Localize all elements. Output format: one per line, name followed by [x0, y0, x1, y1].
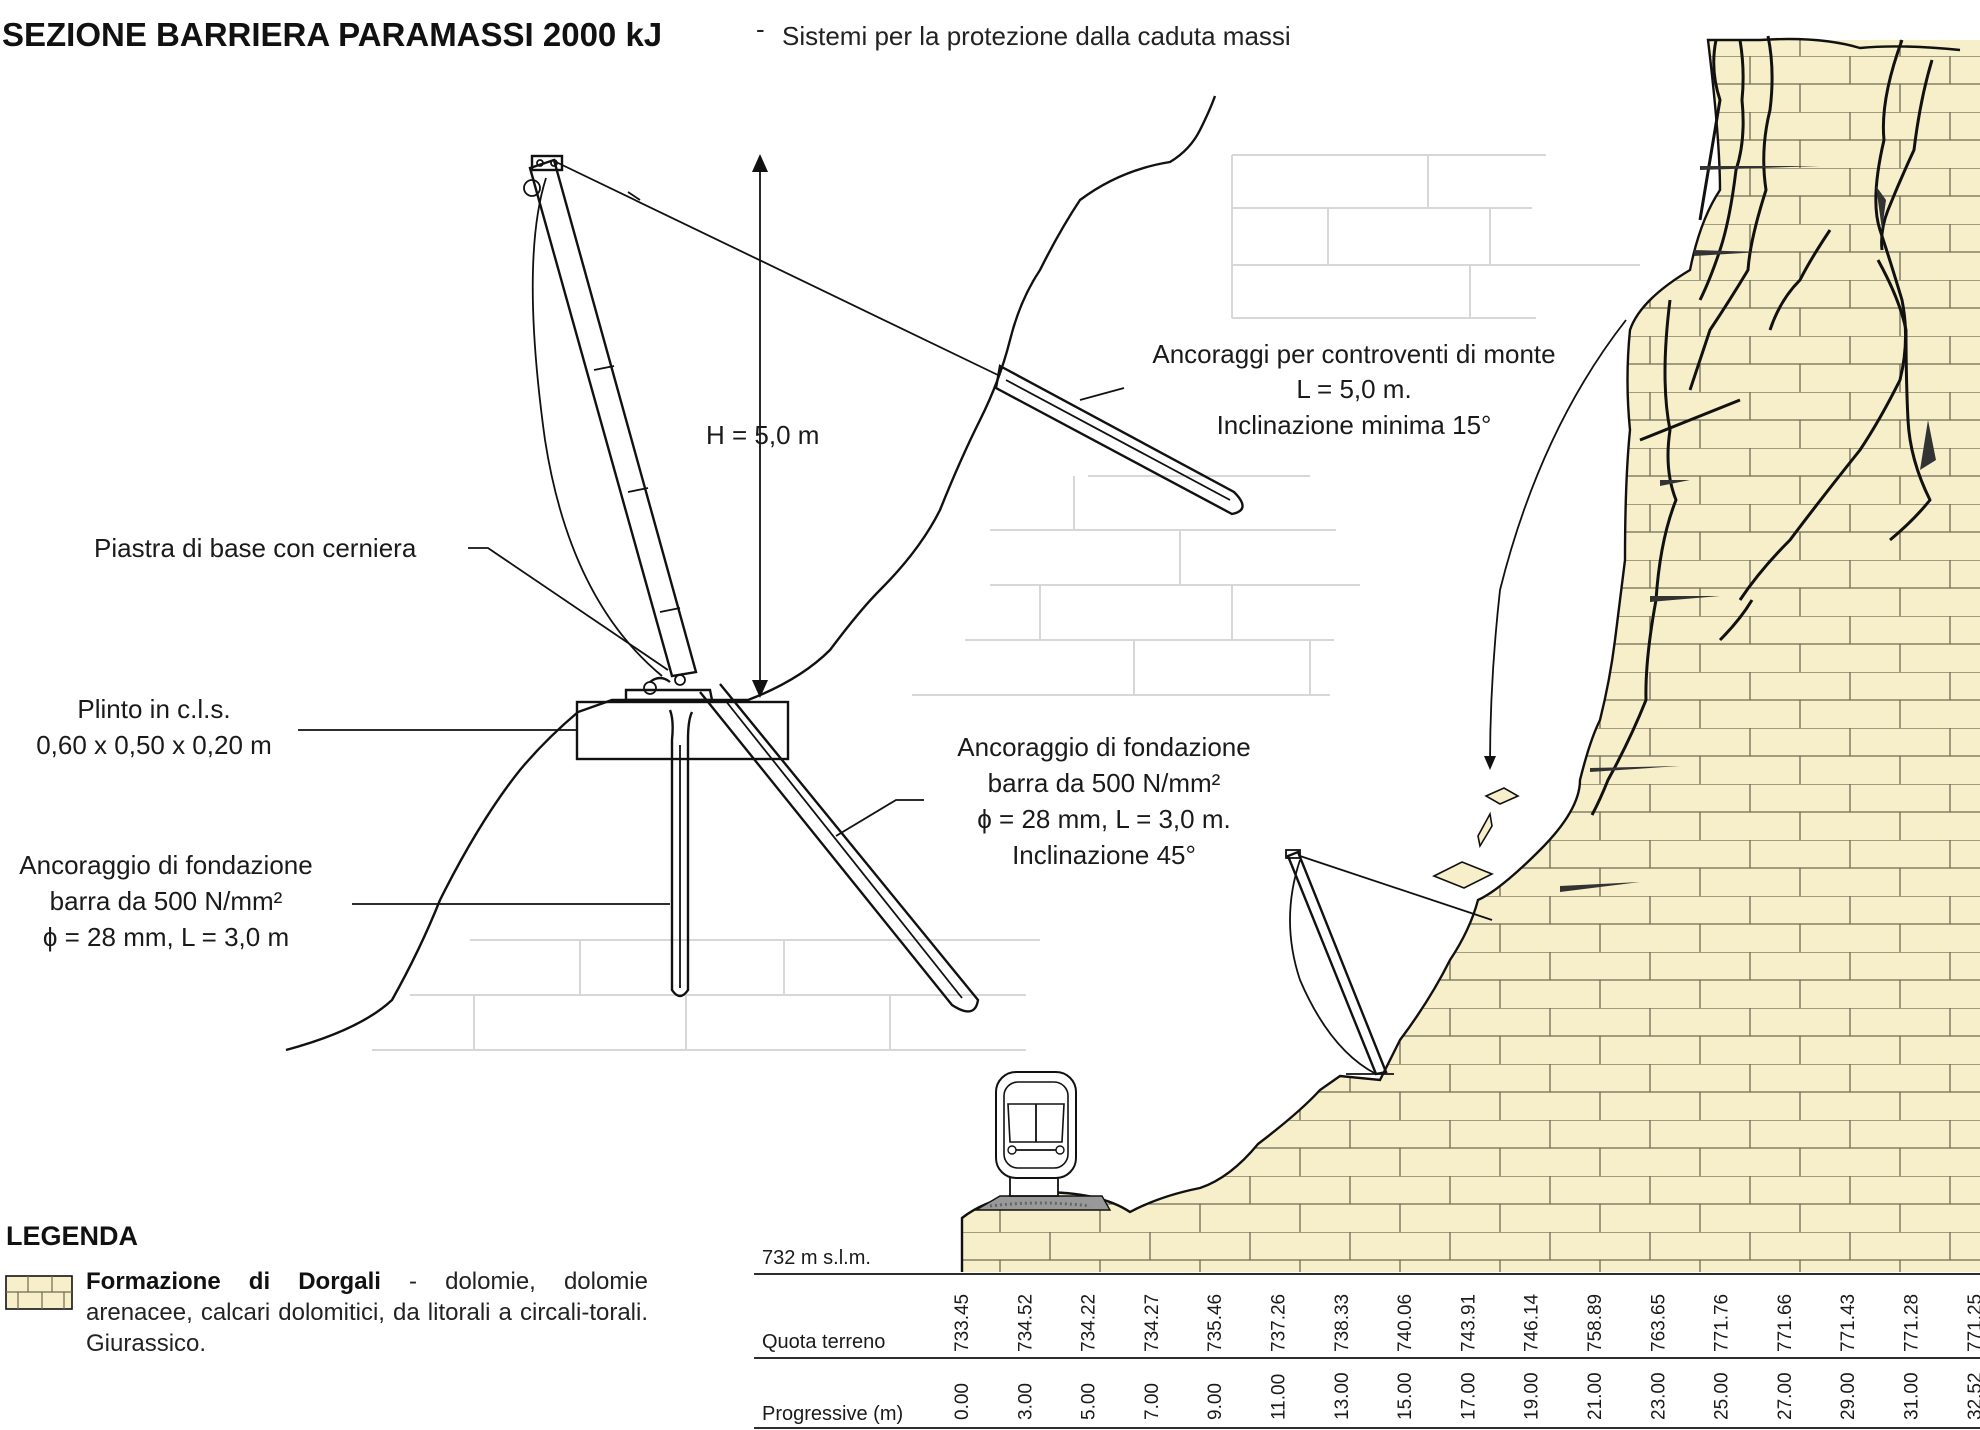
plinth-label-line2: 0,60 x 0,50 x 0,20 m: [36, 730, 272, 760]
inclined-anchor-label-line4: Inclinazione 45°: [1012, 840, 1196, 870]
station-quota-12: 771.76: [1712, 1294, 1733, 1352]
vertical-anchor-label-line3: ϕ = 28 mm, L = 3,0 m: [43, 922, 289, 952]
station-quota-8: 743.91: [1458, 1294, 1479, 1352]
station-progressive-8: 17.00: [1458, 1372, 1479, 1420]
upslope-guy-cable: [555, 161, 1001, 377]
station-quota-9: 746.14: [1522, 1293, 1543, 1352]
rock-fractures: [1560, 35, 1936, 892]
station-progressive-0: 0.00: [952, 1383, 973, 1420]
base-plate-label: Piastra di base con cerniera: [94, 533, 417, 563]
falling-boulders: [1432, 319, 1627, 889]
row-progressive-label: Progressive (m): [762, 1403, 903, 1425]
cross-section: 732 m s.l.m. Quota terreno Progressive (…: [754, 35, 1980, 1429]
concrete-plinth: [575, 700, 790, 761]
shackle-top: [523, 179, 541, 197]
terrain-profile: [960, 37, 1961, 1272]
row-quota-label: Quota terreno: [762, 1331, 885, 1353]
station-values: 733.45 0.00 734.52 3.00 734.22 5.00 734.27 7.00…: [952, 1293, 1980, 1420]
legend-description: Formazione di Dorgali - dolomie, dolomie…: [86, 1266, 648, 1359]
station-quota-15: 771.28: [1902, 1294, 1923, 1352]
datum-label: 732 m s.l.m.: [762, 1247, 871, 1269]
barrier-post: [528, 158, 698, 678]
station-quota-3: 734.27: [1142, 1294, 1163, 1352]
inclined-anchor-label-line3: ϕ = 28 mm, L = 3,0 m.: [977, 804, 1230, 834]
station-progressive-15: 31.00: [1902, 1372, 1923, 1420]
station-quota-16: 771.25: [1965, 1294, 1980, 1352]
station-progressive-1: 3.00: [1015, 1383, 1036, 1420]
station-progressive-4: 9.00: [1205, 1383, 1226, 1420]
inclined-foundation-anchor: [699, 683, 980, 1013]
station-quota-7: 740.06: [1395, 1294, 1416, 1352]
brick-pattern-swatch: [5, 1275, 73, 1310]
inclined-anchor-label-line1: Ancoraggio di fondazione: [957, 732, 1250, 762]
station-quota-1: 734.52: [1015, 1294, 1036, 1352]
legend-formation-desc: - dolomie, dolomie arenacee, calcari dol…: [86, 1268, 648, 1357]
slope-profile-line: [285, 95, 1217, 1052]
upslope-anchor-label-line1: Ancoraggi per controventi di monte: [1152, 339, 1555, 369]
station-progressive-6: 13.00: [1332, 1372, 1353, 1420]
station-progressive-11: 23.00: [1648, 1372, 1669, 1420]
vertical-foundation-anchor: [668, 709, 694, 998]
height-dimension-arrow: [752, 154, 768, 698]
post-head: [530, 154, 564, 172]
drawing-subtitle: Sistemi per la protezione dalla caduta m…: [782, 21, 1291, 51]
vertical-anchor-label-line1: Ancoraggio di fondazione: [19, 850, 312, 880]
base-plate-hinge: [624, 676, 714, 702]
station-progressive-5: 11.00: [1269, 1374, 1290, 1420]
station-quota-10: 758.89: [1585, 1294, 1606, 1352]
station-quota-13: 771.66: [1775, 1294, 1796, 1352]
legend-title: LEGENDA: [6, 1221, 138, 1251]
leader-upslope-anchor: [1079, 387, 1125, 401]
station-progressive-9: 19.00: [1522, 1372, 1543, 1420]
station-progressive-7: 15.00: [1395, 1372, 1416, 1420]
inclined-anchor-label-line2: barra da 500 N/mm²: [988, 768, 1221, 798]
upslope-anchor-label-line3: Inclinazione minima 15°: [1217, 410, 1492, 440]
station-progressive-12: 25.00: [1712, 1372, 1733, 1420]
station-progressive-14: 29.00: [1838, 1372, 1859, 1420]
detail-view: H = 5,0 m Piastra di base con cerniera P…: [19, 95, 1640, 1052]
station-quota-4: 735.46: [1205, 1294, 1226, 1352]
title-dash: -: [756, 14, 765, 44]
train-front-icon: [973, 1071, 1112, 1211]
station-quota-2: 734.22: [1079, 1294, 1100, 1352]
leader-inclined-anchor: [835, 799, 924, 837]
station-quota-11: 763.65: [1648, 1294, 1669, 1352]
station-quota-6: 738.33: [1332, 1294, 1353, 1352]
drawing-title: SEZIONE BARRIERA PARAMASSI 2000 kJ: [2, 16, 662, 53]
rock-mass-dorgali: [962, 40, 1980, 1272]
net-rope-curve: [531, 177, 663, 677]
station-progressive-13: 27.00: [1775, 1372, 1796, 1420]
station-progressive-2: 5.00: [1079, 1383, 1100, 1420]
upslope-anchor-bar: [994, 364, 1244, 516]
plinth-label-line1: Plinto in c.l.s.: [77, 694, 230, 724]
station-quota-0: 733.45: [952, 1294, 973, 1352]
station-progressive-3: 7.00: [1142, 1383, 1163, 1420]
legend-formation-name: Formazione di Dorgali: [86, 1268, 381, 1295]
station-progressive-10: 21.00: [1585, 1372, 1606, 1420]
height-label: H = 5,0 m: [706, 420, 819, 450]
station-quota-14: 771.43: [1838, 1294, 1859, 1352]
station-quota-5: 737.26: [1269, 1294, 1290, 1352]
leader-base-plate: [468, 547, 669, 671]
upslope-anchor-label-line2: L = 5,0 m.: [1296, 374, 1411, 404]
vertical-anchor-label-line2: barra da 500 N/mm²: [50, 886, 283, 916]
barrier-small: [1285, 849, 1493, 1076]
detail-background-bricks: [372, 154, 1640, 1051]
station-progressive-16: 32.52: [1965, 1372, 1980, 1420]
